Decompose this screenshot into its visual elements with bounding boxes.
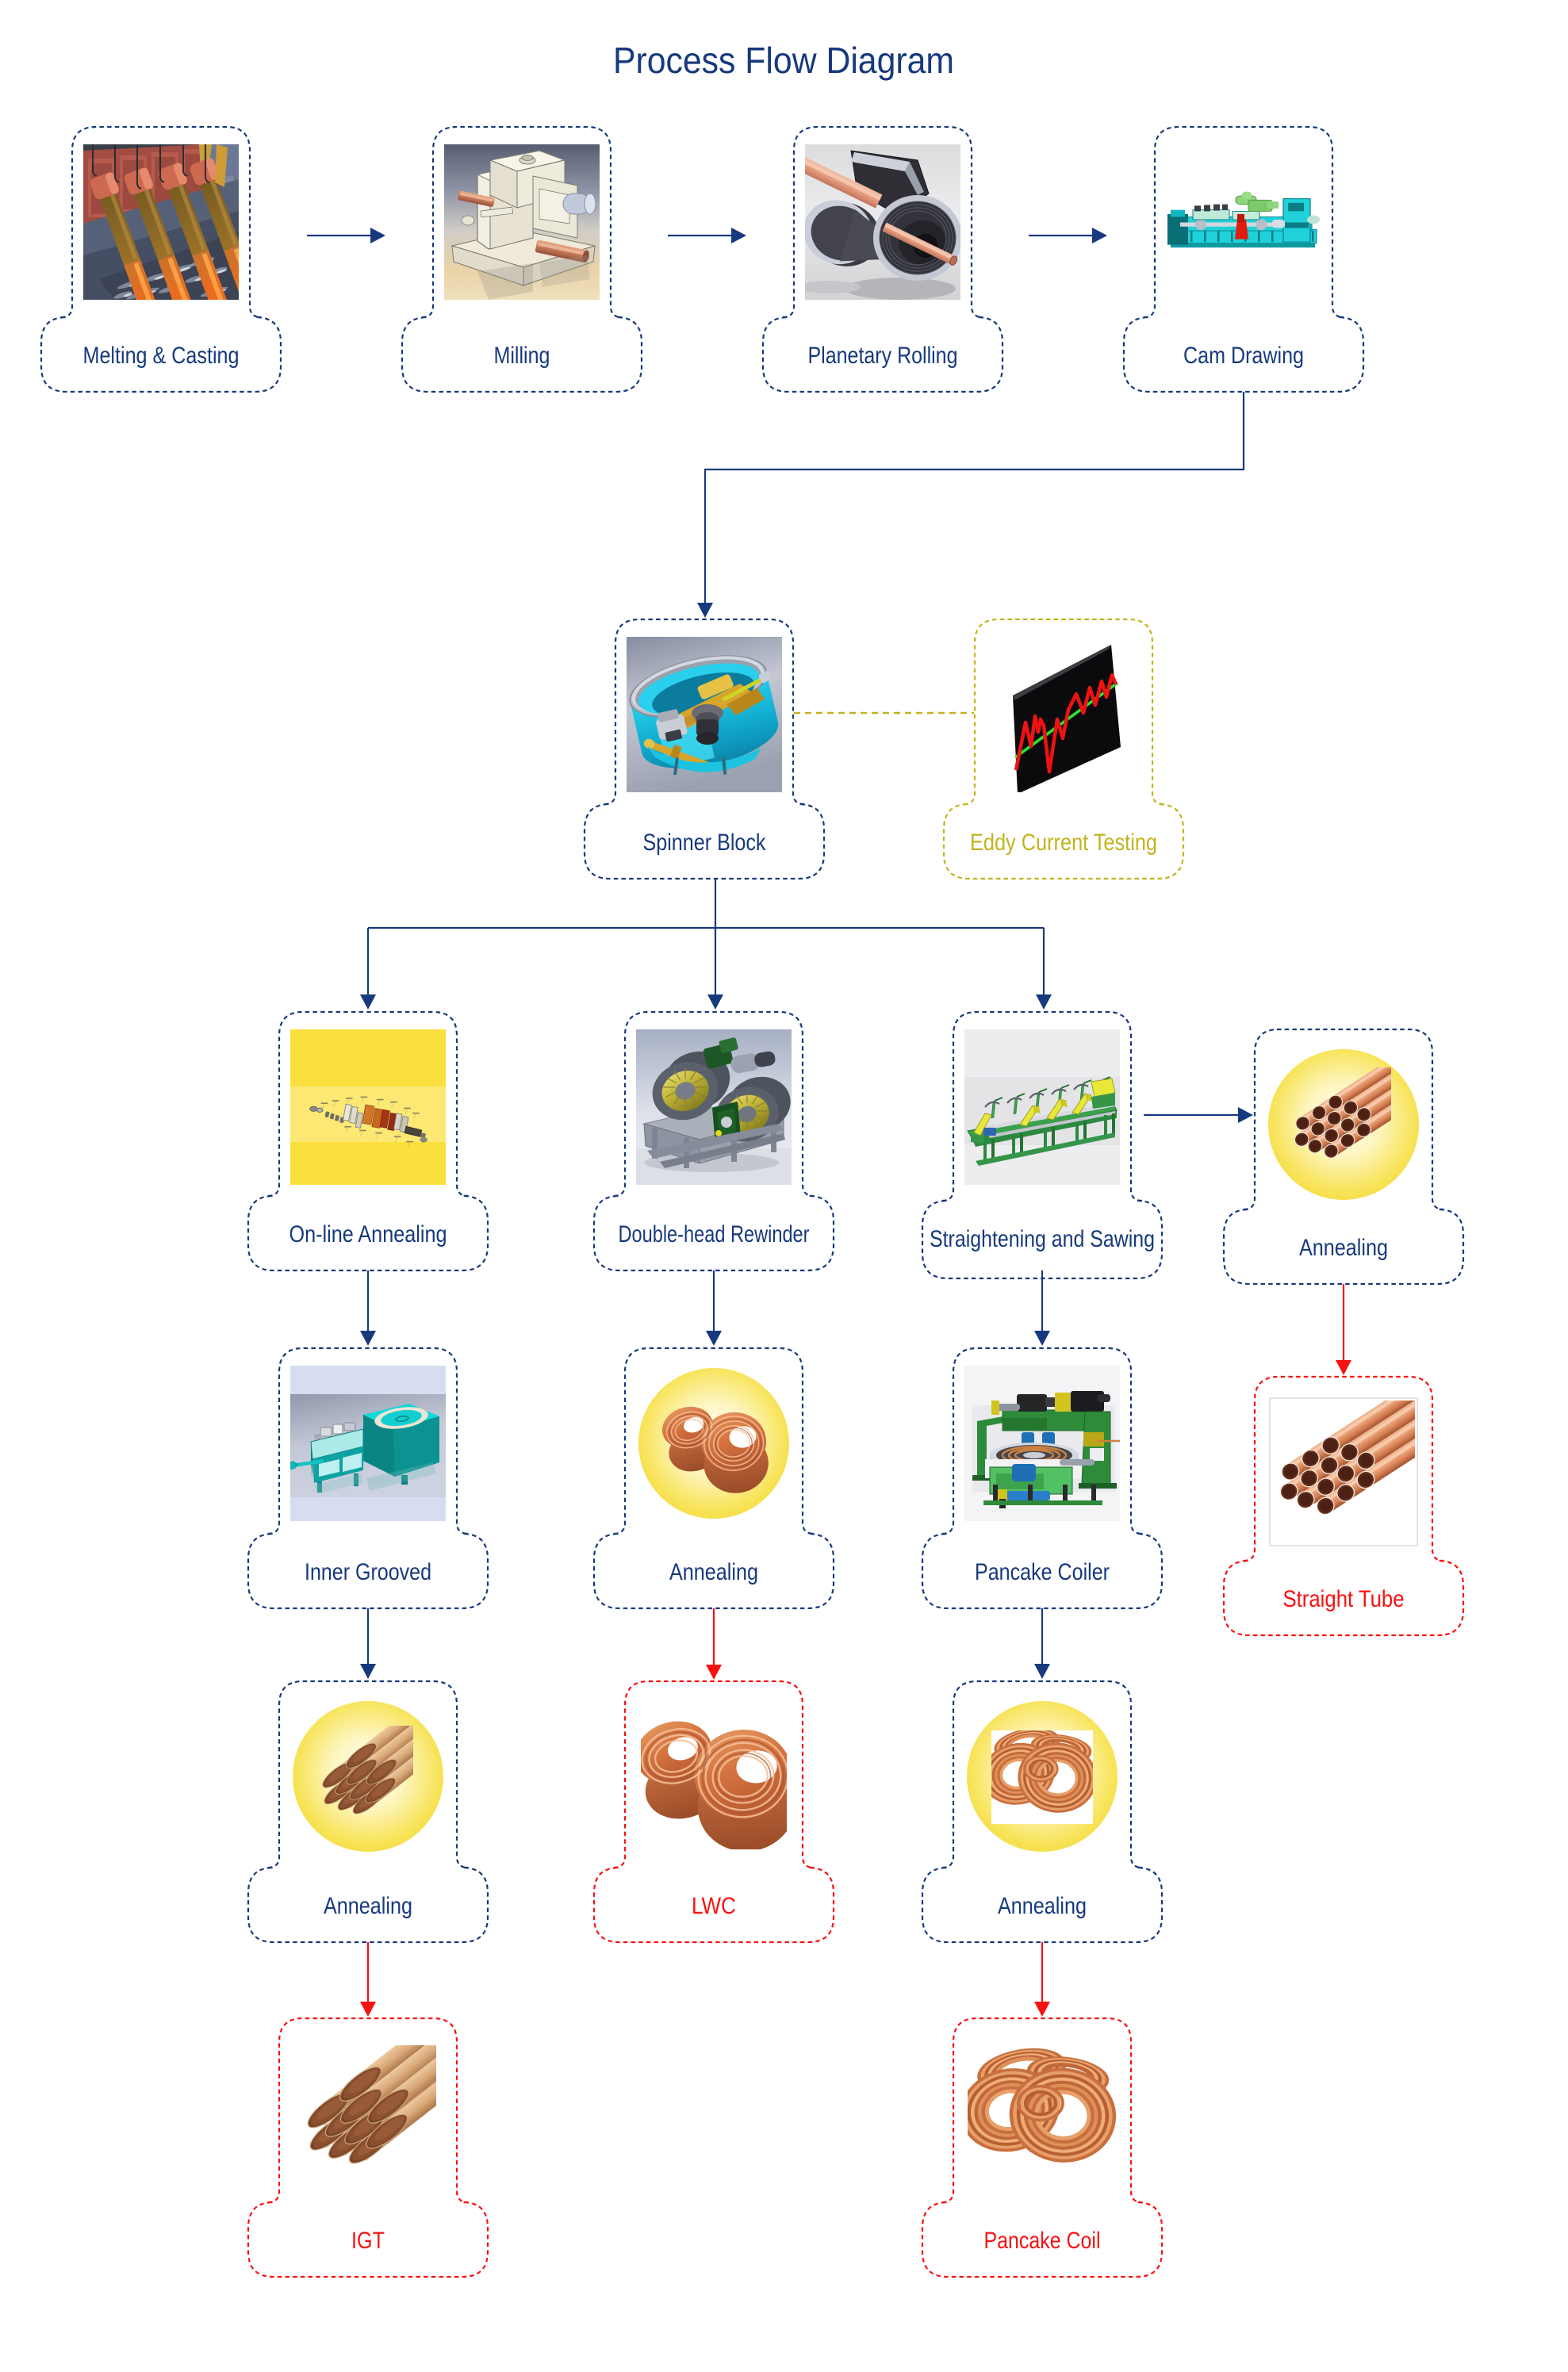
svg-text:On-line Annealing: On-line Annealing <box>289 1221 447 1247</box>
svg-text:Inner Grooved: Inner Grooved <box>305 1559 431 1585</box>
svg-text:Annealing: Annealing <box>324 1893 412 1919</box>
svg-text:LWC: LWC <box>692 1893 736 1919</box>
svg-text:Annealing: Annealing <box>1299 1235 1388 1261</box>
svg-text:Pancake Coil: Pancake Coil <box>984 2228 1101 2254</box>
svg-text:Pancake Coiler: Pancake Coiler <box>975 1559 1110 1585</box>
svg-text:Double-head Rewinder: Double-head Rewinder <box>619 1221 810 1247</box>
svg-text:Straight Tube: Straight Tube <box>1283 1586 1405 1612</box>
svg-text:IGT: IGT <box>351 2228 385 2254</box>
svg-text:Planetary Rolling: Planetary Rolling <box>808 343 958 369</box>
svg-text:Annealing: Annealing <box>669 1559 758 1585</box>
svg-text:Cam Drawing: Cam Drawing <box>1183 343 1304 369</box>
svg-text:Annealing: Annealing <box>998 1893 1087 1919</box>
svg-text:Melting & Casting: Melting & Casting <box>83 343 240 369</box>
svg-text:Straightening and Sawing: Straightening and Sawing <box>930 1226 1155 1252</box>
svg-text:Eddy Current Testing: Eddy Current Testing <box>970 830 1157 856</box>
svg-text:Process Flow Diagram: Process Flow Diagram <box>613 40 954 81</box>
svg-text:Spinner Block: Spinner Block <box>643 830 767 856</box>
svg-text:Milling: Milling <box>494 343 550 369</box>
